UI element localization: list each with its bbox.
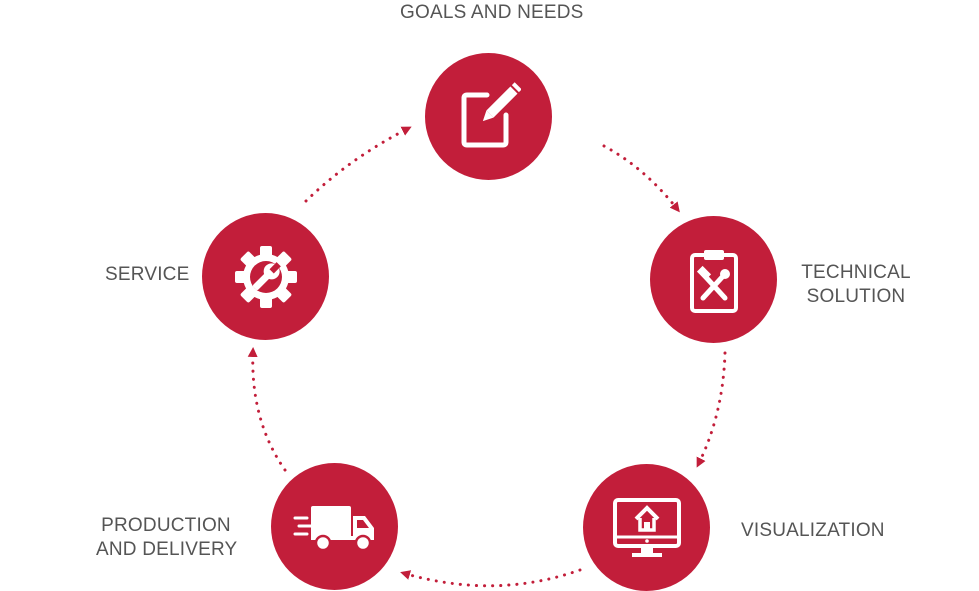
step-technical-circle <box>650 216 777 343</box>
step-service-circle <box>202 213 329 340</box>
delivery-truck-icon <box>293 505 374 551</box>
step-service-label: SERVICE <box>105 263 189 287</box>
arrow-production-to-service <box>247 347 287 472</box>
step-goals-label-line: GOALS AND NEEDS <box>400 2 584 23</box>
arrow-technical-to-visualization <box>696 351 727 468</box>
step-visualization-label-line: VISUALIZATION <box>741 520 885 541</box>
step-production-circle <box>271 463 398 590</box>
step-visualization-circle <box>583 464 710 591</box>
step-goals-label: GOALS AND NEEDS <box>400 1 584 25</box>
clipboard-pencil-icon <box>461 81 521 147</box>
step-technical-label-line-1: TECHNICAL <box>801 262 911 283</box>
step-technical-label: TECHNICAL SOLUTION <box>800 261 912 309</box>
arrow-visualization-to-production <box>400 568 582 588</box>
clipboard-tools-icon <box>689 249 738 313</box>
step-goals-circle <box>425 53 552 180</box>
step-visualization-label: VISUALIZATION <box>741 519 885 543</box>
step-service-label-line: SERVICE <box>105 264 190 285</box>
monitor-house-icon <box>612 497 681 557</box>
step-production-label: PRODUCTION AND DELIVERY <box>96 514 238 562</box>
step-technical-label-line-2: SOLUTION <box>806 286 906 307</box>
gear-wrench-icon <box>234 245 297 308</box>
arrow-goals-to-technical <box>602 144 680 213</box>
arrow-service-to-goals <box>304 126 412 203</box>
step-production-label-line-2: AND DELIVERY <box>96 539 238 560</box>
step-production-label-line-1: PRODUCTION <box>101 515 231 536</box>
